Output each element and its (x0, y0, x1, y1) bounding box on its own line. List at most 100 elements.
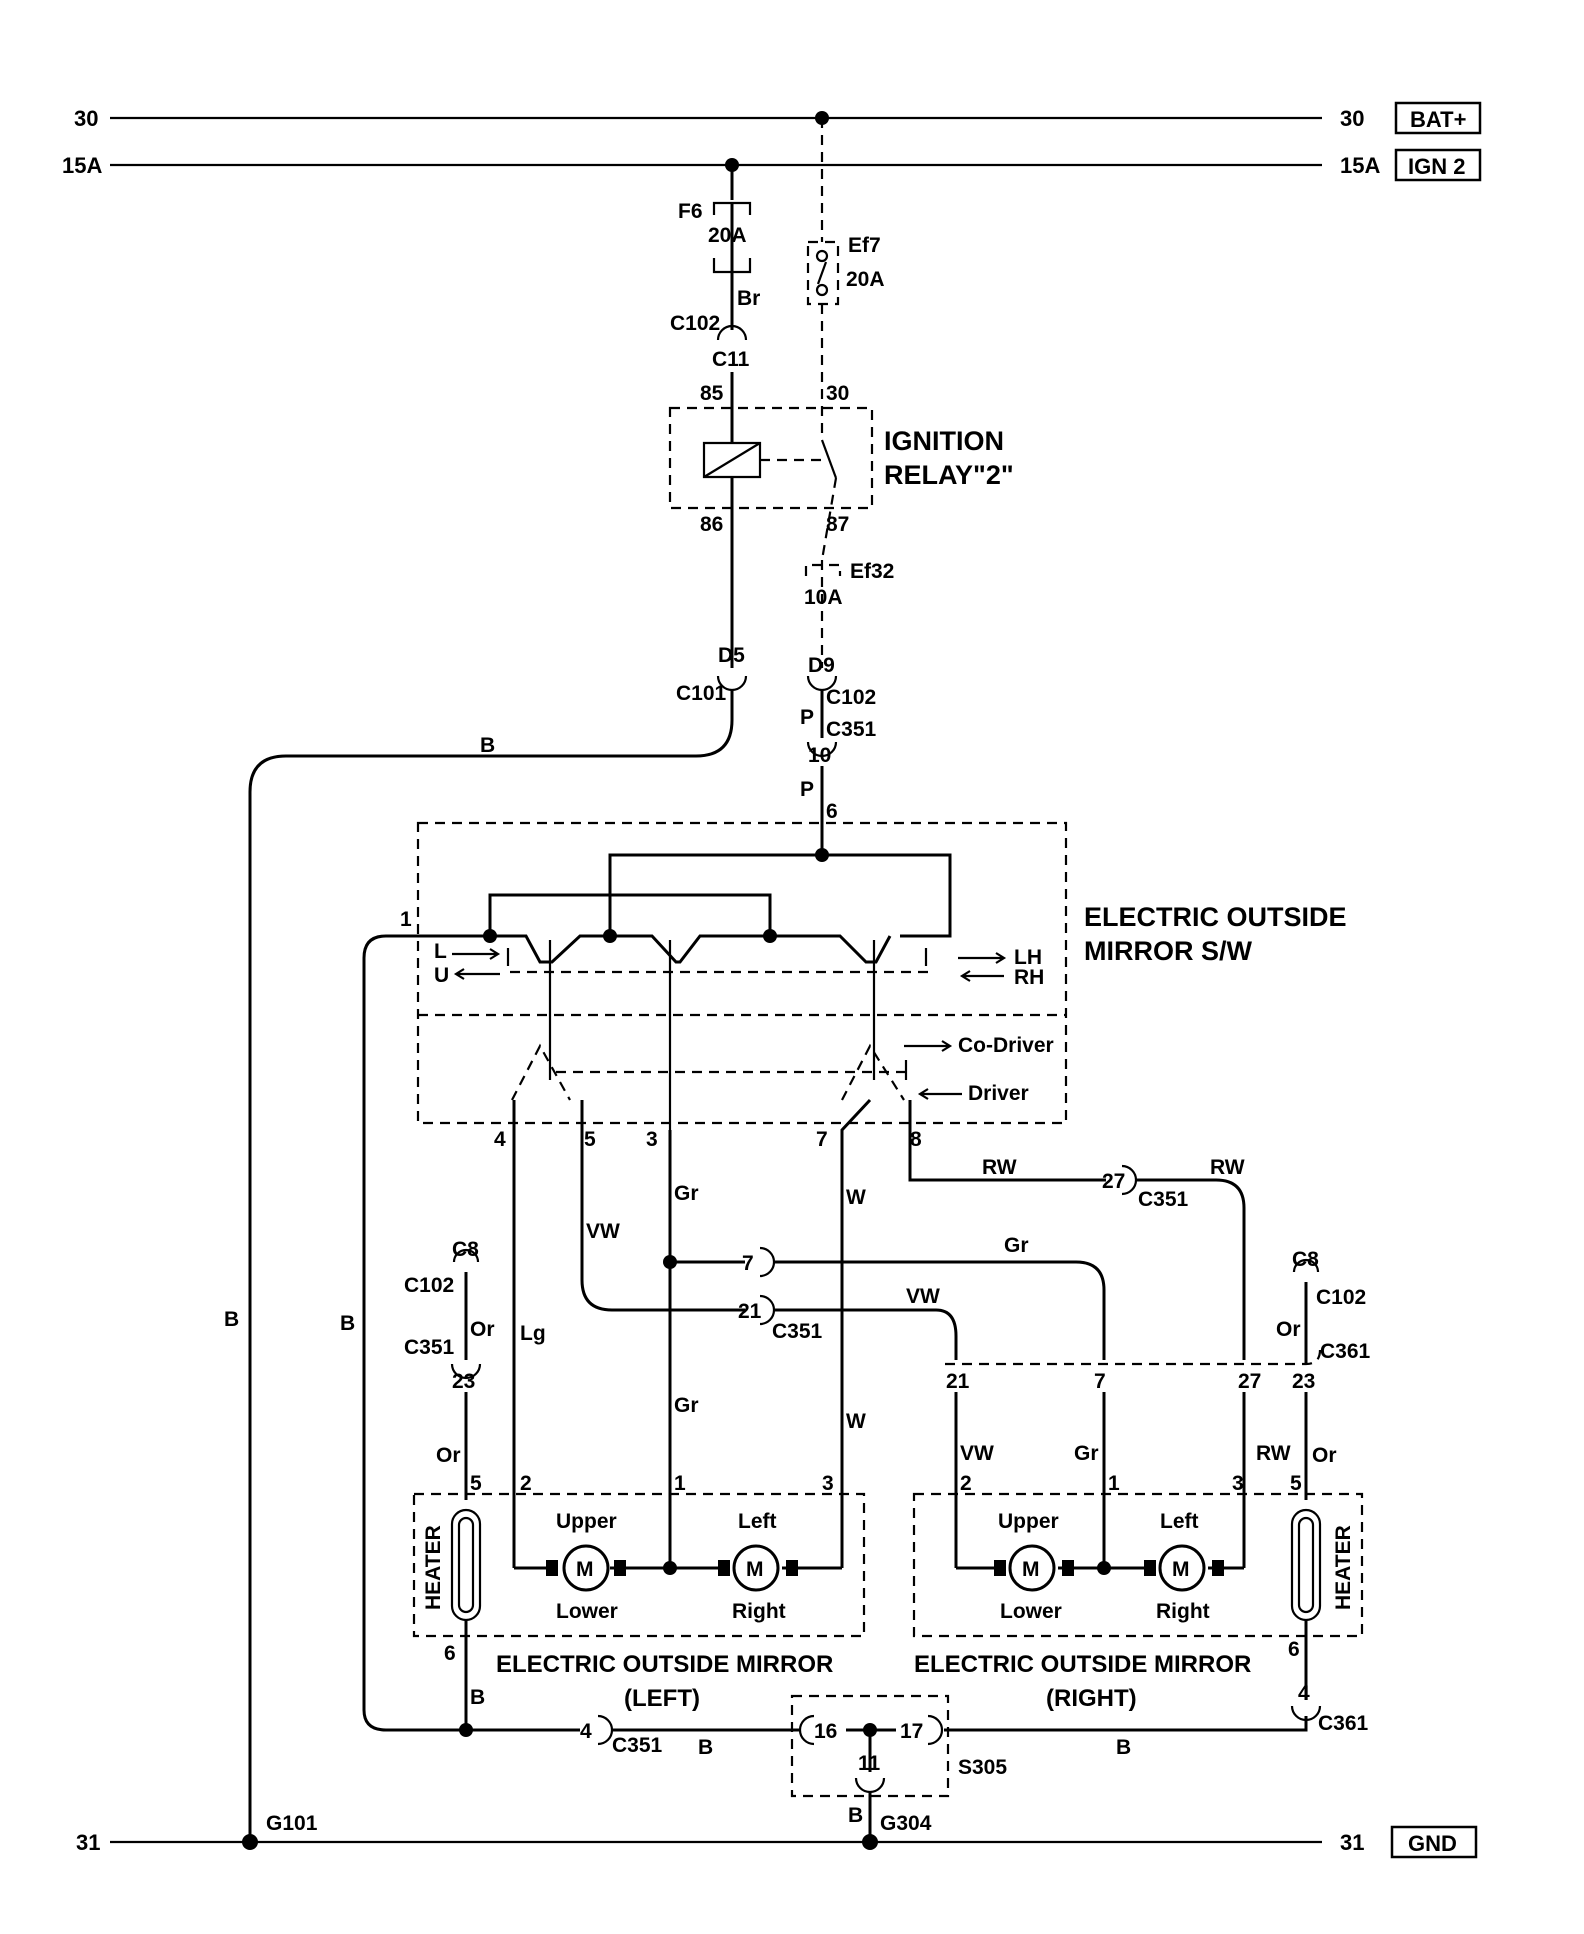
c361-pin-21: 21 (946, 1370, 970, 1393)
switch-arrow-codriver (904, 1041, 950, 1051)
right-lower-label: Lower (1000, 1600, 1062, 1623)
d5-connector-symbol (718, 676, 746, 690)
relay-title-line2: RELAY"2" (884, 460, 1014, 490)
left-lower-label: Lower (556, 1600, 618, 1623)
c361-pin-23: 23 (1292, 1370, 1315, 1393)
d5-label: D5 (718, 644, 745, 667)
ign-tag-box (1396, 150, 1480, 180)
or-wire-label-left-1: Or (470, 1318, 495, 1341)
c351-23-left-connector-symbol (452, 1364, 480, 1378)
gr-wire-label-right-drop: Gr (1074, 1442, 1099, 1465)
c351-4-connector-symbol (598, 1716, 612, 1744)
left-mirror-box (414, 1494, 864, 1636)
switch-lower-right-rocker (842, 1046, 904, 1100)
c8-right-connector-symbol (1294, 1260, 1318, 1272)
c351-bottom-label: C351 (612, 1734, 663, 1757)
relay-coil-diagonal (704, 443, 760, 477)
left-heater-inner (459, 1518, 473, 1612)
b-wire-label-pin1: B (340, 1312, 355, 1335)
rw-wire-label-right: RW (1210, 1156, 1245, 1179)
gnd-tag: GND (1408, 1831, 1457, 1856)
relay-pin-86: 86 (700, 513, 723, 536)
right-heater-element (1292, 1510, 1320, 1620)
right-right-label: Right (1156, 1600, 1210, 1623)
switch-label-l: L (434, 940, 447, 963)
c101-label: C101 (676, 682, 727, 705)
vw-wire-label-left: VW (586, 1220, 620, 1243)
c351-10-connector-symbol (808, 742, 836, 756)
bat-tag-box (1396, 103, 1480, 133)
left-upper-motor-term-r (614, 1560, 626, 1576)
switch-title-line1: ELECTRIC OUTSIDE (1084, 902, 1347, 932)
w-wire-label-1: W (846, 1186, 866, 1209)
gr-wire-label-2: Gr (674, 1394, 699, 1417)
s305-splice-box (792, 1696, 948, 1796)
right-left-label: Left (1160, 1510, 1199, 1533)
rw-wire-left (910, 1100, 1106, 1180)
s305-16-connector-symbol (800, 1716, 814, 1744)
left-heater-label: HEATER (422, 1525, 445, 1610)
b-wire-to-s305-right (944, 1716, 1306, 1730)
right-lr-motor-label: M (1172, 1558, 1190, 1581)
gnd-rail-right-label: 31 (1340, 1830, 1364, 1855)
right-lr-motor-term-r (1212, 1560, 1224, 1576)
left-lr-motor-label: M (746, 1558, 764, 1581)
c351-pin-4: 4 (580, 1720, 592, 1743)
left-mirror-pin-3: 3 (822, 1472, 834, 1495)
bat-rail-left-label: 30 (74, 106, 98, 131)
right-heater-inner (1299, 1518, 1313, 1612)
c8-left-label: C8 (452, 1238, 479, 1261)
c102-right-label: C102 (1316, 1286, 1366, 1309)
s305-17-connector-symbol (928, 1716, 942, 1744)
s305-pin-17: 17 (900, 1720, 923, 1743)
c351-7-connector-symbol (760, 1248, 774, 1276)
b-wire-label-s305-left: B (698, 1736, 713, 1759)
bat-tag: BAT+ (1410, 107, 1466, 132)
ef7-rating: 20A (846, 268, 885, 291)
left-right-label: Right (732, 1600, 786, 1623)
b-wire-pin1-loop (364, 936, 580, 1730)
rw-wire-label-right-drop: RW (1256, 1442, 1291, 1465)
s305-label: S305 (958, 1756, 1007, 1779)
switch-pin-5: 5 (584, 1128, 596, 1151)
c351-label-top: C351 (826, 718, 877, 741)
ign-tag: IGN 2 (1408, 154, 1465, 179)
c361-pin-27: 27 (1238, 1370, 1261, 1393)
b-wire-label-g304: B (848, 1804, 863, 1827)
c102-left-label: C102 (404, 1274, 454, 1297)
switch-pin-3: 3 (646, 1128, 658, 1151)
w-wire-label-2: W (846, 1410, 866, 1433)
b-wire-label-left: B (224, 1308, 239, 1331)
left-mirror-pin-6: 6 (444, 1642, 456, 1665)
switch-arrow-rh (962, 971, 1004, 981)
left-upper-motor (564, 1546, 608, 1590)
vw-wire-label-right: VW (906, 1285, 940, 1308)
gr-wire-label-right: Gr (1004, 1234, 1029, 1257)
right-mirror-pin-3: 3 (1232, 1472, 1244, 1495)
left-mirror-pin-2: 2 (520, 1472, 532, 1495)
left-heater-element (452, 1510, 480, 1620)
c361-pin-4: 4 (1298, 1682, 1310, 1705)
relay-pin-85: 85 (700, 382, 724, 405)
ef7-fuse-element (818, 262, 826, 284)
c351-pin-21: 21 (738, 1300, 762, 1323)
switch-contact-line (490, 936, 890, 962)
switch-pin-6: 6 (826, 800, 838, 823)
right-lr-motor (1160, 1546, 1204, 1590)
or-wire-label-left-2: Or (436, 1444, 461, 1467)
switch-arrow-u (456, 969, 500, 979)
ef7-fuse-term-bottom (817, 285, 827, 295)
rw-wire-right (1136, 1180, 1244, 1360)
right-upper-motor-label: M (1022, 1558, 1040, 1581)
c351-label-rw: C351 (1138, 1188, 1189, 1211)
relay-switch-contact (822, 440, 836, 478)
left-mirror-title-line1: ELECTRIC OUTSIDE MIRROR (496, 1651, 833, 1678)
c11-label: C11 (712, 348, 750, 371)
f6-rating: 20A (708, 224, 747, 247)
right-lr-motor-term-l (1144, 1560, 1156, 1576)
rw-wire-label-left: RW (982, 1156, 1017, 1179)
c351-21-connector-symbol (760, 1296, 774, 1324)
c351-left-label: C351 (404, 1336, 455, 1359)
switch-label-lh: LH (1014, 946, 1042, 969)
d9-label: D9 (808, 654, 835, 677)
